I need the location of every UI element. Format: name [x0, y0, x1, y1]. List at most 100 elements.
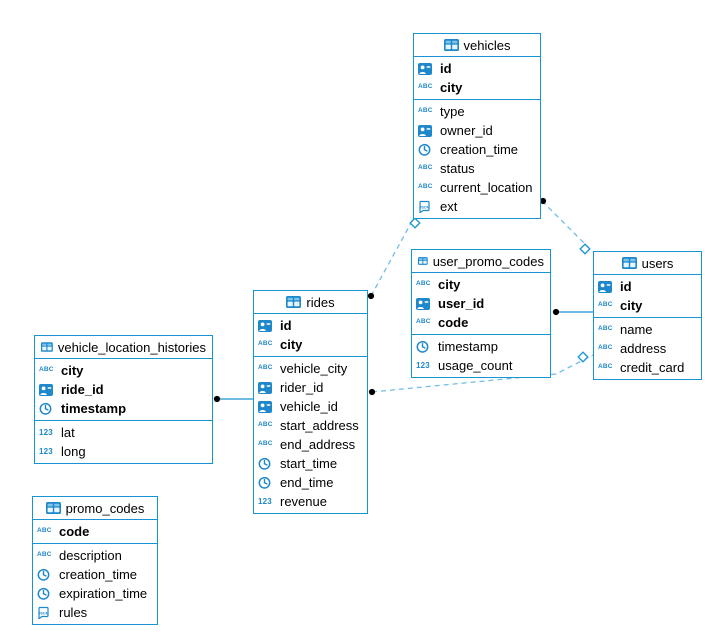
relationship-line[interactable] [370, 213, 417, 297]
field-row-current_location[interactable]: ABC current_location [414, 178, 540, 197]
field-label: city [438, 277, 461, 292]
text-type-icon: ABC [37, 552, 55, 559]
field-row-timestamp[interactable]: timestamp [35, 399, 212, 418]
time-type-icon [416, 340, 434, 353]
text-type-icon: ABC [416, 281, 434, 288]
table-header-users[interactable]: users [594, 252, 701, 275]
text-type-icon: ABC [418, 184, 436, 191]
field-label: usage_count [438, 358, 513, 373]
abc-icon-label: ABC [418, 164, 433, 172]
field-row-rider_id[interactable]: rider_id [254, 378, 367, 397]
relationship-user_promo_codes-to-users[interactable] [552, 308, 593, 316]
endpoint-dot [367, 292, 375, 300]
json-type-icon: JSON [418, 200, 436, 213]
field-row-type[interactable]: ABC type [414, 102, 540, 121]
endpoint-dot [552, 308, 560, 316]
abc-icon-label: ABC [598, 363, 613, 371]
field-label: lat [61, 425, 75, 440]
field-label: id [280, 318, 292, 333]
field-label: current_location [440, 180, 533, 195]
123-icon-label: 123 [39, 446, 53, 456]
field-label: user_id [438, 296, 485, 311]
field-row-id[interactable]: id [594, 277, 701, 296]
field-row-start_time[interactable]: start_time [254, 454, 367, 473]
field-row-timestamp[interactable]: timestamp [412, 337, 550, 356]
field-row-owner_id[interactable]: owner_id [414, 121, 540, 140]
field-row-id[interactable]: id [254, 316, 367, 335]
field-row-city[interactable]: ABC city [412, 275, 550, 294]
text-type-icon: ABC [598, 302, 616, 309]
field-label: credit_card [620, 360, 685, 375]
table-header-promo_codes[interactable]: promo_codes [33, 497, 157, 520]
id-type-icon [416, 297, 434, 310]
field-row-credit_card[interactable]: ABC credit_card [594, 358, 701, 377]
svg-text:JSON: JSON [420, 206, 430, 210]
text-type-icon: ABC [418, 165, 436, 172]
endpoint-diamond [409, 217, 421, 229]
table-header-vehicles[interactable]: vehicles [414, 34, 540, 57]
field-row-creation_time[interactable]: creation_time [414, 140, 540, 159]
field-row-creation_time[interactable]: creation_time [33, 565, 157, 584]
abc-icon-label: ABC [418, 107, 433, 115]
abc-icon-label: ABC [258, 364, 273, 372]
number-type-icon: 123 [39, 446, 57, 456]
relationship-vehicles-to-users[interactable] [539, 197, 594, 255]
table-header-rides[interactable]: rides [254, 291, 367, 314]
time-type-icon [258, 457, 276, 470]
field-row-user_id[interactable]: user_id [412, 294, 550, 313]
field-row-id[interactable]: id [414, 59, 540, 78]
abc-icon-label: ABC [258, 421, 273, 429]
field-row-expiration_time[interactable]: expiration_time [33, 584, 157, 603]
text-type-icon: ABC [258, 441, 276, 448]
relationship-vehicle_location_histories-to-rides[interactable] [213, 395, 253, 403]
relationship-line[interactable] [541, 200, 594, 253]
table-title: vehicle_location_histories [57, 339, 206, 355]
field-row-description[interactable]: ABC description [33, 546, 157, 565]
field-label: city [280, 337, 303, 352]
abc-icon-label: ABC [598, 344, 613, 352]
field-row-vehicle_id[interactable]: vehicle_id [254, 397, 367, 416]
field-label: description [59, 548, 122, 563]
field-row-end_time[interactable]: end_time [254, 473, 367, 492]
id-type-icon [258, 381, 276, 394]
field-row-ride_id[interactable]: ride_id [35, 380, 212, 399]
field-label: code [438, 315, 469, 330]
json-type-icon: JSON [37, 606, 55, 619]
table-icon [45, 502, 61, 514]
relationship-rides-to-users[interactable] [368, 351, 594, 396]
table-header-vehicle_location_histories[interactable]: vehicle_location_histories [35, 336, 212, 359]
relationship-rides-to-vehicles[interactable] [367, 213, 421, 300]
relationship-line[interactable] [371, 354, 594, 393]
table-header-user_promo_codes[interactable]: user_promo_codes [412, 250, 550, 273]
field-label: type [440, 104, 465, 119]
field-label: code [59, 524, 90, 539]
